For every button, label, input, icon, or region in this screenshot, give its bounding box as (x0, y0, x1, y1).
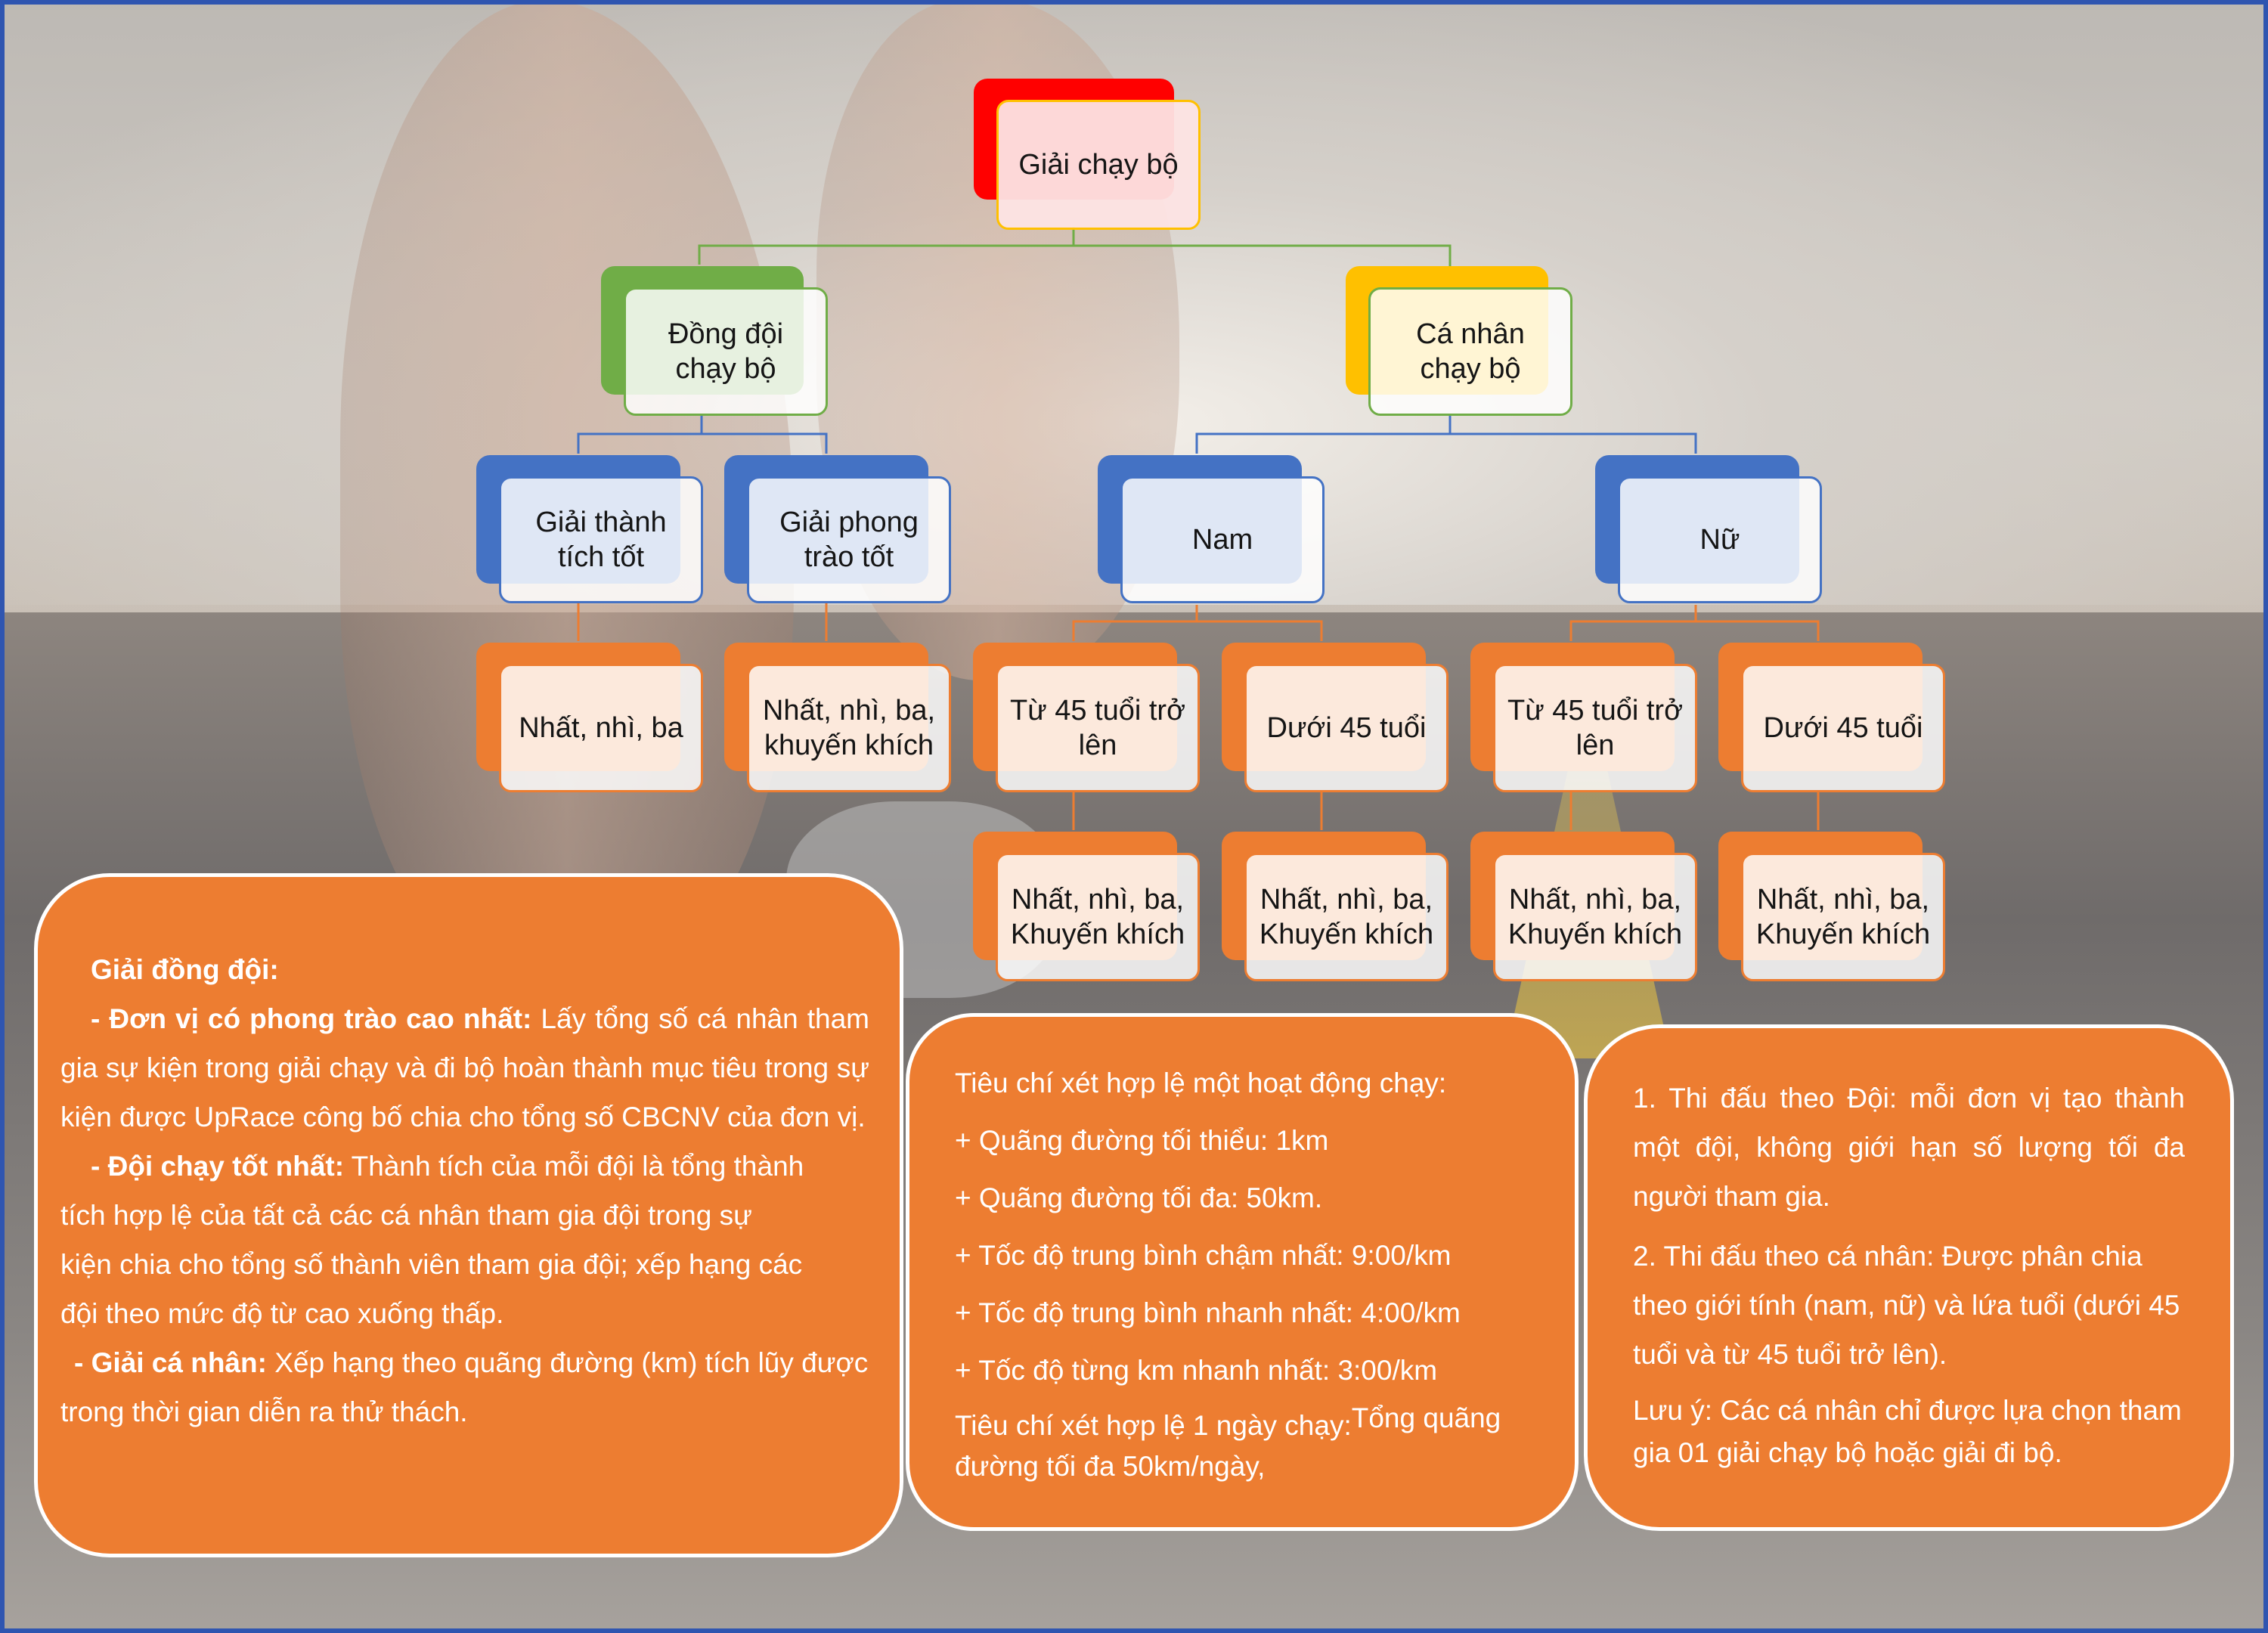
panel-left-item2-label: - Đội chạy tốt nhất: (91, 1151, 345, 1182)
criteria-line: + Quãng đường tối thiểu: 1km (955, 1125, 1329, 1156)
node-female-45plus-prize-label: Nhất, nhì, ba, Khuyến khích (1507, 884, 1683, 950)
node-female-under45-label: Dưới 45 tuổi (1763, 712, 1923, 744)
panel-team-award-rules: Giải đồng đội: - Đơn vị có phong trào ca… (34, 873, 903, 1557)
panel-right-para2: 2. Thi đấu theo cá nhân: Được phân chia … (1633, 1241, 2180, 1370)
connector-root (1074, 244, 1452, 276)
criteria-line: + Tốc độ trung bình chậm nhất: 9:00/km (955, 1240, 1452, 1271)
panel-right-para1: 1. Thi đấu theo Đội: mỗi đơn vị tạo thàn… (1633, 1083, 2185, 1212)
connector-age (1696, 620, 1820, 641)
panel-left-heading: Giải đồng đội: (91, 954, 279, 985)
connector-root (698, 227, 1075, 265)
connector-individual (1195, 416, 1452, 454)
connector-team (702, 432, 828, 454)
node-male-label: Nam (1191, 524, 1253, 556)
criteria-line: + Tốc độ trung bình nhanh nhất: 4:00/km (955, 1297, 1461, 1328)
node-team-movement-label: Giải phong trào tốt (779, 507, 919, 573)
connector-team (577, 416, 703, 454)
node-prize-movement-label: Nhất, nhì, ba, khuyến khích (762, 695, 936, 761)
node-male-under45-prize-label: Nhất, nhì, ba, Khuyến khích (1259, 884, 1434, 950)
connector-age (1197, 620, 1323, 641)
node-team-label: Đồng đội chạy bộ (668, 318, 784, 385)
criteria-line: + Tốc độ từng km nhanh nhất: 3:00/km (955, 1355, 1438, 1386)
panel-valid-run-criteria: Tiêu chí xét hợp lệ một hoạt động chạy: … (906, 1013, 1579, 1531)
connector-individual (1450, 432, 1697, 454)
node-individual-label: Cá nhân chạy bộ (1416, 318, 1525, 385)
panel-competition-notes: 1. Thi đấu theo Đội: mỗi đơn vị tạo thàn… (1584, 1024, 2234, 1531)
node-male-under45-label: Dưới 45 tuổi (1266, 712, 1427, 744)
node-female-under45-prize-label: Nhất, nhì, ba, Khuyến khích (1755, 884, 1931, 950)
panel-middle-title: Tiêu chí xét hợp lệ một hoạt động chạy: (955, 1067, 1447, 1098)
node-team-achievement-label: Giải thành tích tốt (535, 507, 667, 573)
node-prize-achievement-label: Nhất, nhì, ba (519, 712, 683, 744)
node-male-45plus-label: Từ 45 tuổi trở lên (1010, 695, 1185, 761)
connector-age (1569, 605, 1697, 641)
panel-right-note: Lưu ý: Các cá nhân chỉ được lựa chọn tha… (1633, 1395, 2182, 1468)
connector-age (1072, 605, 1198, 641)
panel-left-item3-text: Xếp hạng theo quãng đường (km) tích lũy … (60, 1347, 869, 1427)
panel-left-item1-text: Lấy tổng số cá nhân tham gia sự kiện tro… (60, 1003, 869, 1133)
panel-middle-daily-text-b: đường tối đa 50km/ngày, (955, 1451, 1266, 1482)
panel-left-item2-text: Thành tích của mỗi đội là tổng thành tíc… (60, 1151, 804, 1329)
node-male-45plus-prize-label: Nhất, nhì, ba, Khuyến khích (1010, 884, 1185, 950)
node-root-label: Giải chạy bộ (1018, 149, 1179, 181)
panel-middle-daily-label: Tiêu chí xét hợp lệ 1 ngày chạy: (955, 1410, 1352, 1441)
node-female-45plus-label: Từ 45 tuổi trở lên (1507, 695, 1683, 761)
panel-middle-daily-text-a: Tổng quãng (1351, 1402, 1501, 1433)
node-female-label: Nữ (1699, 524, 1740, 556)
panel-left-item1-label: - Đơn vị có phong trào cao nhất: (91, 1003, 532, 1034)
panel-left-item3-label: - Giải cá nhân: (74, 1347, 267, 1378)
criteria-line: + Quãng đường tối đa: 50km. (955, 1182, 1323, 1213)
